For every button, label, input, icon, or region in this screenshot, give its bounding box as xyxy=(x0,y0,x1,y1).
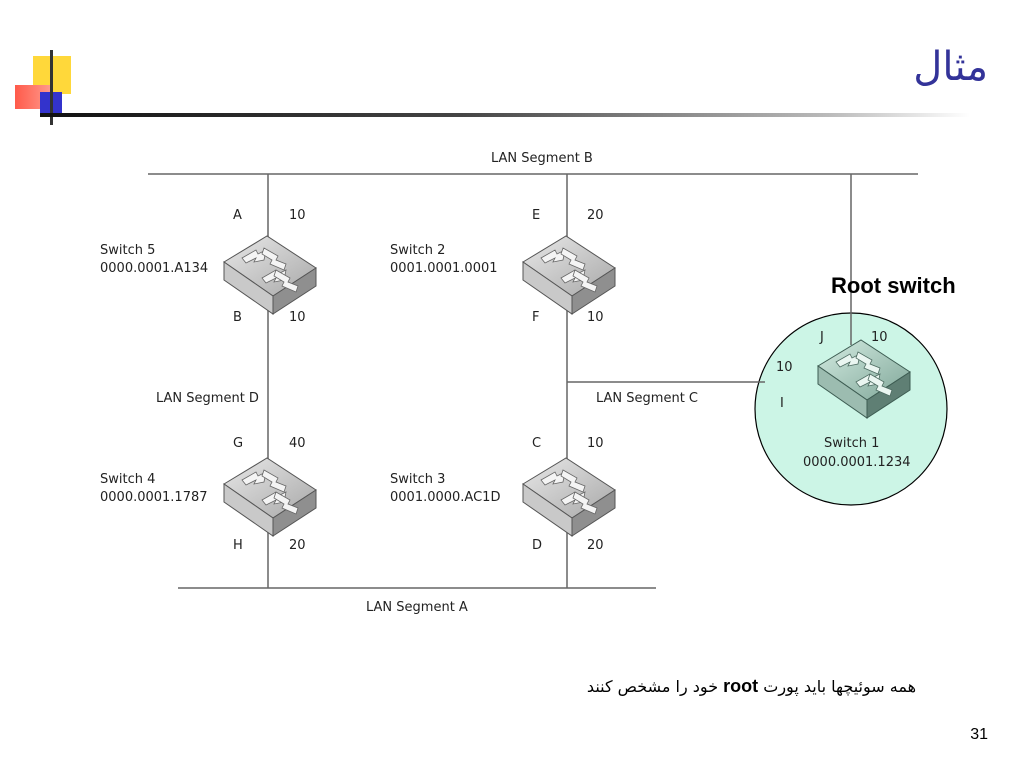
switch-name: Switch 2 xyxy=(390,243,445,258)
port-cost: 10 xyxy=(587,310,604,325)
port-cost: 20 xyxy=(587,208,604,223)
port-cost: 20 xyxy=(289,538,306,553)
slide-caption: همه سوئیچها باید پورت root خود را مشخص ک… xyxy=(587,676,916,697)
lan-segment-b-label: LAN Segment B xyxy=(491,151,593,166)
port-label: E xyxy=(532,208,540,223)
bridge-id: 0000.0001.A134 xyxy=(100,261,208,276)
port-cost: 20 xyxy=(587,538,604,553)
caption-after: خود را مشخص کنند xyxy=(586,677,724,696)
port-label: I xyxy=(780,396,784,411)
caption-keyword: root xyxy=(723,676,759,696)
port-cost: 10 xyxy=(776,360,793,375)
port-cost: 10 xyxy=(871,330,888,345)
port-label: B xyxy=(233,310,242,325)
switch-5: Switch 5 0000.0001.A134 A 10 B 10 xyxy=(100,208,317,325)
logo-vertical-line xyxy=(50,50,53,125)
port-label: A xyxy=(233,208,242,223)
switch-2: Switch 2 0001.0001.0001 E 20 F 10 xyxy=(390,208,616,325)
title-rule xyxy=(40,113,970,117)
port-cost: 40 xyxy=(289,436,306,451)
port-label: H xyxy=(233,538,243,553)
lan-segment-a-label: LAN Segment A xyxy=(366,600,468,615)
bridge-id: 0000.0001.1787 xyxy=(100,490,208,505)
port-cost: 10 xyxy=(289,208,306,223)
port-label: J xyxy=(819,330,824,345)
port-label: F xyxy=(532,310,539,325)
switch-name: Switch 3 xyxy=(390,472,445,487)
switch-3: Switch 3 0001.0000.AC1D C 10 D 20 xyxy=(390,436,616,553)
switch-icon xyxy=(522,235,616,315)
switch-icon xyxy=(522,457,616,537)
bridge-id: 0001.0000.AC1D xyxy=(390,490,500,505)
lan-segment-d-label: LAN Segment D xyxy=(156,391,259,406)
caption-before: همه سوئیچها باید پورت xyxy=(758,677,916,696)
switch-1-root: Switch 1 0000.0001.1234 J 10 I 10 xyxy=(776,330,911,470)
lan-segment-c-label: LAN Segment C xyxy=(596,391,698,406)
switch-4: Switch 4 0000.0001.1787 G 40 H 20 xyxy=(100,436,317,553)
bridge-id: 0000.0001.1234 xyxy=(803,455,911,470)
port-label: D xyxy=(532,538,542,553)
switch-icon xyxy=(223,457,317,537)
bridge-id: 0001.0001.0001 xyxy=(390,261,498,276)
switch-icon xyxy=(817,339,911,419)
root-switch-label: Root switch xyxy=(831,273,956,298)
switch-name: Switch 4 xyxy=(100,472,155,487)
switch-name: Switch 1 xyxy=(824,436,879,451)
port-cost: 10 xyxy=(587,436,604,451)
page-number: 31 xyxy=(970,726,988,743)
port-label: G xyxy=(233,436,243,451)
port-cost: 10 xyxy=(289,310,306,325)
slide-title: مثال xyxy=(913,44,988,90)
switch-icon xyxy=(223,235,317,315)
switch-name: Switch 5 xyxy=(100,243,155,258)
port-label: C xyxy=(532,436,541,451)
